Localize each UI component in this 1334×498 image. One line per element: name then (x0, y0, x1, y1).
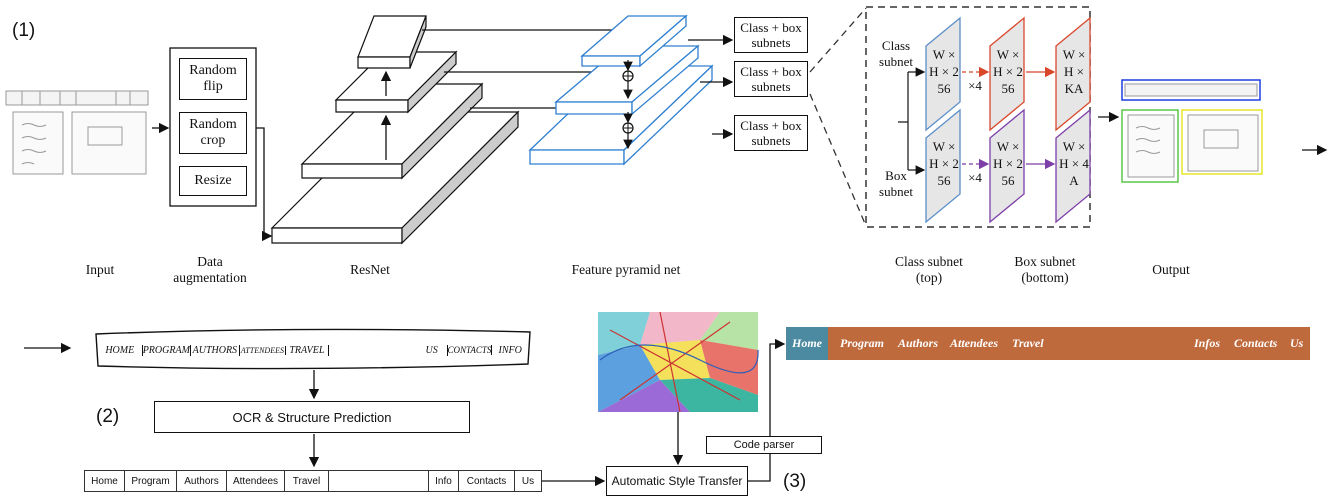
styled-home-tab (786, 327, 828, 360)
sketch-nav-item: AUTHORS (191, 344, 240, 356)
sketch-nav-item: TRAVEL (286, 344, 329, 356)
pred-nav-item: Home (85, 471, 125, 491)
pred-nav-item: Info (429, 471, 459, 491)
sketch-nav-outline (95, 328, 531, 370)
caption-resnet: ResNet (350, 262, 390, 277)
box-block-3 (1055, 108, 1091, 224)
sketch-nav: HOME PROGRAM AUTHORS ATTENDEES TRAVEL US… (98, 334, 528, 366)
augmentation-frame (169, 47, 257, 207)
style-transfer-box: Automatic Style Transfer (606, 466, 748, 496)
styled-nav-item: Attendees (950, 336, 998, 350)
random-flip-box: Random flip (179, 58, 247, 100)
styled-nav-item: Us (1290, 336, 1304, 350)
caption-fpn: Feature pyramid net (571, 262, 681, 277)
pred-nav-item: Program (125, 471, 177, 491)
resize-box: Resize (179, 166, 247, 196)
styled-nav-item: Contacts (1234, 336, 1278, 350)
step-label-2: (2) (96, 406, 120, 427)
pred-nav-item (329, 471, 429, 491)
styled-nav-item: Home (792, 336, 822, 350)
ocr-structure-box: OCR & Structure Prediction (154, 401, 470, 433)
caption-class-subnet: Class subnet (top) (895, 254, 963, 285)
sketch-nav-item: PROGRAM (142, 344, 192, 356)
box-block-1 (925, 108, 961, 224)
class-block-3-text: W ×H ×KA (1062, 47, 1086, 96)
resnet-block (270, 15, 520, 245)
sketch-nav-item: HOME (98, 344, 143, 356)
pred-nav-item: Attendees (227, 471, 285, 491)
caption-output: Output (1152, 262, 1190, 277)
styled-nav-item: Authors (898, 336, 939, 350)
caption-aug: Data augmentation (173, 254, 247, 285)
box-block-2 (989, 108, 1025, 224)
subnet-box-2: Class + box subnets (734, 61, 808, 97)
class-block-3 (1055, 16, 1091, 132)
styled-nav: Home Program Authors Attendees Travel In… (786, 327, 1310, 360)
predicted-nav: Home Program Authors Attendees Travel In… (84, 470, 542, 492)
input-sketch (5, 90, 149, 175)
caption-input: Input (85, 262, 115, 277)
pred-nav-item: Authors (177, 471, 227, 491)
styled-nav-item: Program (840, 336, 885, 350)
subnet-box-1: Class + box subnets (734, 17, 808, 53)
random-crop-box: Random crop (179, 112, 247, 154)
box-subnet-label: Box subnet (879, 168, 913, 199)
sketch-nav-item: ATTENDEES (240, 345, 287, 355)
times4-bottom: ×4 (968, 170, 982, 185)
styled-nav-item: Travel (1012, 336, 1044, 350)
times4-top: ×4 (968, 78, 982, 93)
style-painting (598, 311, 759, 413)
pred-nav-item: Us (521, 475, 535, 487)
code-parser-box: Code parser (706, 436, 822, 454)
styled-nav-item: Infos (1194, 336, 1221, 350)
pred-nav-item: Contacts (459, 471, 515, 491)
sketch-nav-item: INFO (498, 344, 522, 356)
caption-box-subnet: Box subnet (bottom) (1014, 254, 1076, 285)
class-subnet-label: Class subnet (879, 38, 913, 69)
step-label-1: (1) (12, 20, 36, 41)
class-block-1 (925, 16, 961, 132)
fpn-block (528, 14, 714, 166)
sketch-nav-item: US (417, 344, 448, 356)
pred-nav-item: Travel (285, 471, 329, 491)
subnet-detail-frame (865, 6, 1091, 228)
output-detection (1121, 79, 1263, 183)
sketch-nav-item: CONTACTS (447, 345, 493, 355)
class-block-2 (989, 16, 1025, 132)
subnet-box-3: Class + box subnets (734, 115, 808, 151)
step-label-3: (3) (783, 471, 807, 492)
